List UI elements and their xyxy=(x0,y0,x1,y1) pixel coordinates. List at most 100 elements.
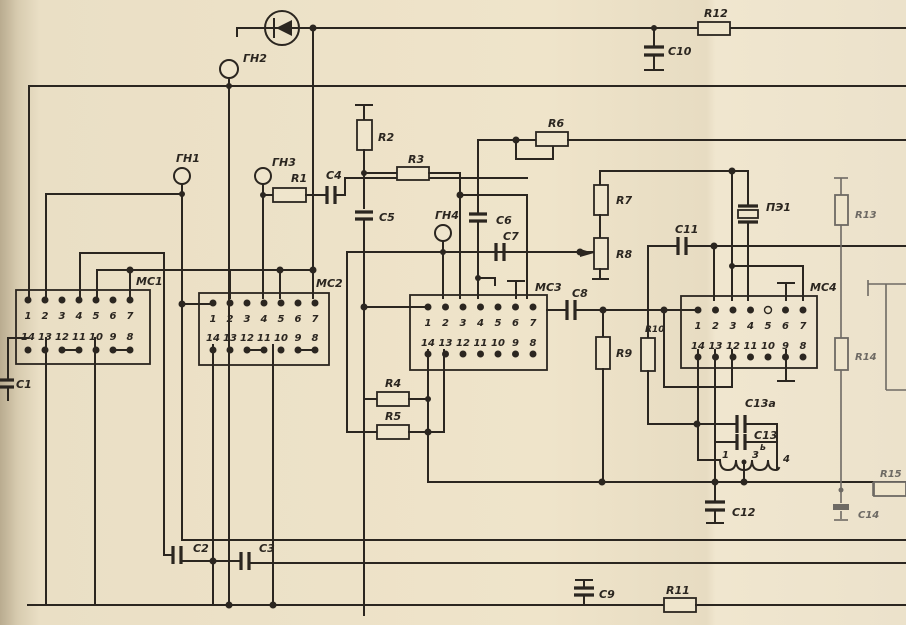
pin-mc1-1 xyxy=(24,296,32,304)
r14-label: R14 xyxy=(855,352,877,363)
capacitor-c8: C8 xyxy=(546,287,697,320)
resistor-r12: R12 xyxy=(697,7,731,36)
coil-tap-4: 4 xyxy=(782,454,790,465)
pin-mc3-9 xyxy=(512,350,519,358)
capacitor-c13: C13 xyxy=(735,429,778,450)
pin-mc4-4 xyxy=(747,306,754,314)
pin-label: 8 xyxy=(800,341,807,352)
jack-gn1[interactable]: ГН1 xyxy=(173,152,200,185)
c13-label: C13 xyxy=(754,429,778,442)
pin-mc1-3 xyxy=(58,296,66,304)
module-mc1: MC1 xyxy=(15,275,163,365)
pin-mc1-14 xyxy=(24,346,32,354)
pin-label: 13 xyxy=(223,333,237,344)
pin-label: 4 xyxy=(746,321,754,332)
pin-label: 4 xyxy=(260,314,268,325)
c2-label: C2 xyxy=(193,542,209,555)
c3-label: C3 xyxy=(259,542,275,555)
c8-label: C8 xyxy=(572,287,588,300)
r15-label: R15 xyxy=(880,469,902,480)
pin-label: 2 xyxy=(712,321,719,332)
pin-label: 5 xyxy=(765,321,772,332)
pin-mc2-7 xyxy=(311,299,319,307)
pin-label: 8 xyxy=(127,332,134,343)
pin-mc2-10 xyxy=(277,346,285,354)
pin-mc3-6 xyxy=(512,303,519,311)
pin-label: 14 xyxy=(206,333,220,344)
pin-label: 2 xyxy=(227,314,234,325)
pin-label: 10 xyxy=(89,332,103,343)
module-mc4: MC4 xyxy=(680,281,837,369)
pin-mc4-1 xyxy=(694,306,702,314)
gn3-label: ГН3 xyxy=(272,156,296,169)
c12-label: C12 xyxy=(732,506,756,519)
pin-label: 6 xyxy=(512,318,519,329)
coil-tap-b: Ь xyxy=(760,443,766,452)
r4-label: R4 xyxy=(385,377,401,390)
pin-mc1-6 xyxy=(109,296,117,304)
gn2-label: ГН2 xyxy=(243,52,267,65)
pin-mc3-3 xyxy=(459,303,467,311)
resistor-r6: R6 xyxy=(477,117,906,160)
pin-mc3-11 xyxy=(477,350,484,358)
module-mc3: MC3 xyxy=(409,281,562,371)
pin-label: 3 xyxy=(460,318,467,329)
top-rail xyxy=(236,27,906,37)
pin-mc4-12 xyxy=(729,353,737,361)
capacitor-c11: C11 xyxy=(647,223,906,255)
coil-tap-3: 3 xyxy=(752,450,759,461)
resistor-r9: R9 xyxy=(595,309,632,483)
jack-gn4[interactable]: ГН4 xyxy=(434,209,459,242)
pin-mc2-5 xyxy=(277,299,285,307)
gn4-label: ГН4 xyxy=(435,209,459,222)
pin-label: 6 xyxy=(295,314,302,325)
resistor-r1: R1 xyxy=(262,172,327,203)
resistor-r2: R2 xyxy=(355,104,394,209)
pin-label: 10 xyxy=(761,341,775,352)
r9-label: R9 xyxy=(616,347,632,360)
pin-mc3-8 xyxy=(529,350,537,358)
c7-label: C7 xyxy=(503,230,519,243)
pin-label: 10 xyxy=(274,333,288,344)
pin-label: 12 xyxy=(456,338,470,349)
c6-label: C6 xyxy=(496,214,512,227)
r11-label: R11 xyxy=(666,584,690,597)
r10-label: R10 xyxy=(645,325,664,335)
resistor-r5: R5 xyxy=(376,410,445,440)
pin-label: 1 xyxy=(425,318,432,329)
resistor-r3: R3 xyxy=(363,153,461,299)
pin-label: 11 xyxy=(744,341,758,352)
capacitor-c6: C6 xyxy=(469,212,512,299)
pin-mc3-10 xyxy=(494,350,502,358)
pin-mc1-5 xyxy=(92,296,100,304)
inductor-coil: 1 3 Ь 4 xyxy=(697,423,790,483)
r6-label: R6 xyxy=(548,117,564,130)
pin-label: 14 xyxy=(21,332,35,343)
pin-label: 2 xyxy=(442,318,449,329)
pin-mc4-2 xyxy=(712,306,719,314)
r3-label: R3 xyxy=(408,153,424,166)
pin-label: 7 xyxy=(800,321,807,332)
pin-mc2-2 xyxy=(226,299,234,307)
pin-label: 8 xyxy=(530,338,537,349)
mc4-label: MC4 xyxy=(810,281,837,294)
pin-label: 7 xyxy=(312,314,319,325)
r2-label: R2 xyxy=(378,131,394,144)
c9-label: C9 xyxy=(599,588,615,601)
capacitor-c9: C9 xyxy=(574,579,615,606)
mc2-label: MC2 xyxy=(316,277,343,290)
potentiometer-r8: R8 xyxy=(580,237,632,280)
pin-label: 3 xyxy=(730,321,737,332)
pin-mc3-12 xyxy=(459,350,467,358)
jack-gn2[interactable]: ГН2 xyxy=(219,52,267,79)
r13-label: R13 xyxy=(855,210,877,221)
capacitor-c10: C10 xyxy=(644,25,692,71)
pin-label: 5 xyxy=(278,314,285,325)
pin-label: 7 xyxy=(530,318,537,329)
pin-label: 3 xyxy=(59,311,66,322)
pin-label: 13 xyxy=(709,341,723,352)
c10-label: C10 xyxy=(668,45,692,58)
pin-label: 11 xyxy=(474,338,488,349)
pin-label: 14 xyxy=(421,338,435,349)
pin-label: 12 xyxy=(726,341,740,352)
